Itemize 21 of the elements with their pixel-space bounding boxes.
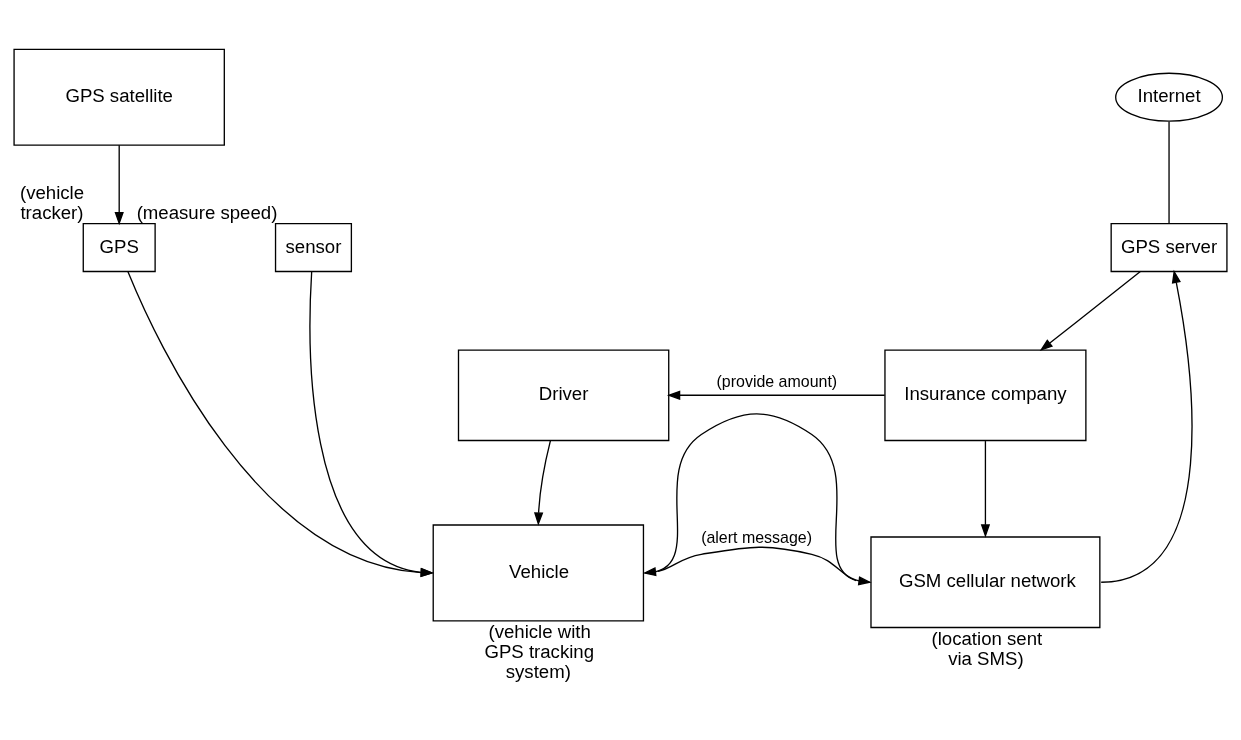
node-box: sensor	[274, 222, 353, 273]
arrow	[533, 440, 552, 526]
node-label: (location sent via SMS)	[931, 628, 1043, 669]
arrow	[980, 440, 991, 538]
node-label: (vehicle with GPS tracking system)	[484, 621, 595, 683]
node-box: GPS	[82, 222, 156, 273]
node-box: Insurance company	[884, 349, 1087, 442]
arrow	[1100, 269, 1193, 583]
edge-label: (provide amount)	[716, 372, 838, 390]
node-label: (vehicle tracker)	[19, 181, 85, 223]
node-box: Driver	[457, 349, 670, 442]
arrow	[114, 144, 124, 226]
node-box: GPS satellite	[13, 48, 225, 146]
edge-label: (alert message)	[701, 529, 812, 547]
connector	[1168, 120, 1170, 224]
arrow	[642, 546, 871, 583]
arrow	[1039, 270, 1142, 352]
arrow	[666, 390, 886, 400]
node-label: (measure speed)	[136, 201, 278, 223]
node-ellipse: Internet	[1115, 72, 1224, 122]
node-box: GPS server	[1110, 222, 1228, 273]
